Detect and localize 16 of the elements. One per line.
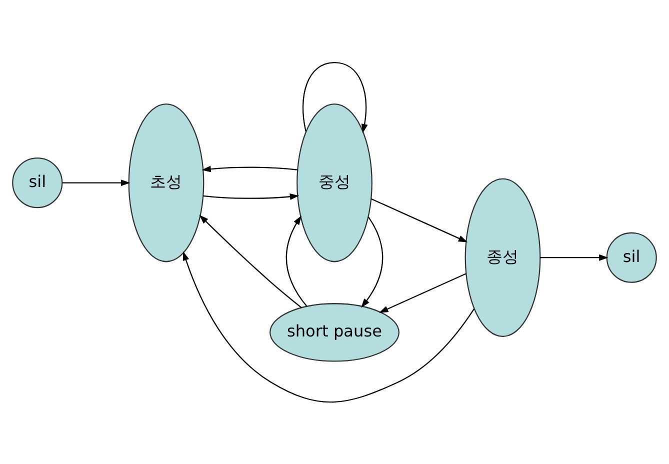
node-ellipse: short pause bbox=[270, 302, 400, 362]
arrow bbox=[540, 254, 608, 260]
arrow bbox=[286, 215, 308, 306]
arrow bbox=[203, 192, 300, 200]
arrow bbox=[199, 214, 302, 308]
arrow bbox=[371, 198, 468, 242]
node-ellipse: 중성 bbox=[296, 102, 372, 262]
arrow bbox=[302, 62, 368, 133]
node-circle: sil bbox=[12, 157, 63, 208]
arrow bbox=[378, 272, 466, 312]
node-ellipse: 종성 bbox=[464, 178, 541, 336]
arrow bbox=[182, 250, 475, 402]
arrow bbox=[62, 179, 130, 186]
node-circle: sil bbox=[606, 232, 657, 282]
arrow bbox=[202, 165, 298, 172]
arrow bbox=[361, 216, 384, 308]
